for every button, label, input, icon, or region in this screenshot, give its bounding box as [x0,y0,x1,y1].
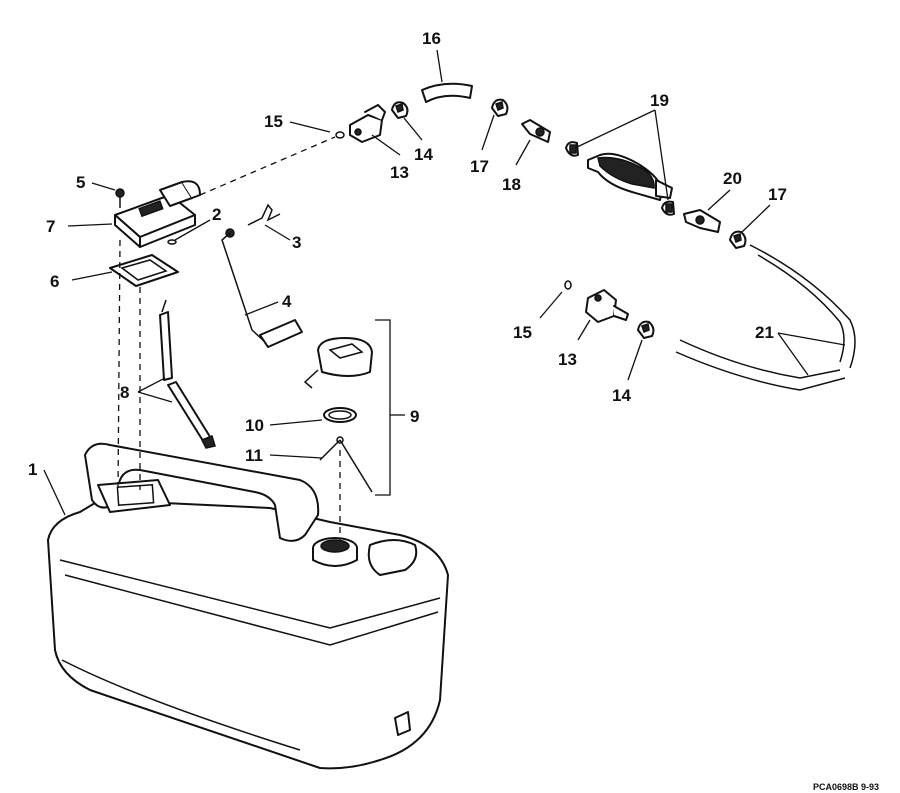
hose-16 [421,82,473,103]
pickup-cap [303,337,373,389]
fuel-gauge-assembly [114,180,201,248]
callout-11: 11 [245,446,263,465]
clamp-17b [729,230,747,249]
assembly-lines [117,136,341,540]
callout-7: 7 [46,217,55,236]
callout-10: 10 [245,416,264,435]
primer-bulb [587,152,673,201]
callout-2: 2 [212,205,221,224]
clamp-14 [391,101,409,119]
callout-19: 19 [650,91,669,110]
assembly-bracket-9 [375,319,391,496]
retainer-clip [247,203,281,226]
o-ring-15 [335,131,345,139]
callout-5: 5 [76,173,85,192]
callout-3: 3 [292,233,301,252]
fuel-hose-21 [675,244,856,391]
clamp-14b [637,320,655,339]
connector-13b [585,289,629,323]
clamp-19b [661,200,675,216]
connector-13 [349,104,386,143]
callout-15b: 15 [513,323,532,342]
callout-labels: 1 2 3 4 5 7 6 8 9 10 11 15 13 14 16 17 1… [28,29,787,479]
clamp-17a [491,98,509,117]
filter-screen [319,436,373,493]
o-ring [323,407,357,423]
callout-21: 21 [755,323,774,342]
drawing-code: PCA0698B 9-93 [813,782,879,792]
callout-20: 20 [723,169,742,188]
gauge-gasket [109,254,179,287]
o-ring-15b [564,280,572,290]
fitting-18 [521,119,551,143]
gauge-screw [115,188,125,208]
callout-8: 8 [120,383,129,402]
callout-17: 17 [470,157,489,176]
callout-18: 18 [502,175,521,194]
callout-1: 1 [28,460,37,479]
pickup-tube [159,299,216,449]
callout-4: 4 [282,292,292,311]
fitting-20 [683,209,721,233]
callout-13: 13 [390,163,409,182]
fuel-tank [47,442,449,770]
callout-17b: 17 [768,185,787,204]
callout-13b: 13 [558,350,577,369]
float-arm [221,228,303,348]
callout-16: 16 [422,29,441,48]
callout-14b: 14 [612,386,631,405]
callout-15: 15 [264,112,283,131]
leader-lines [43,49,846,516]
clamp-19a [565,141,579,157]
callout-6: 6 [50,272,59,291]
washer [167,239,177,245]
callout-14: 14 [414,145,433,164]
callout-9: 9 [410,407,419,426]
